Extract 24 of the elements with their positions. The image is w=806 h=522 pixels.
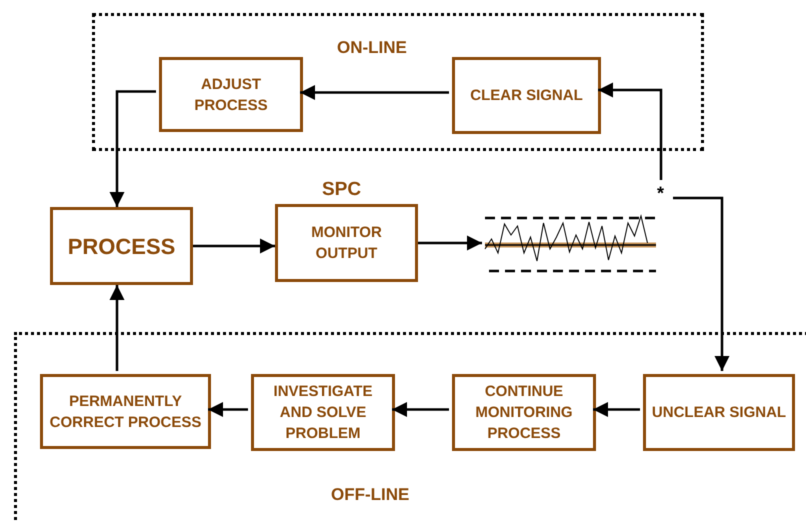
arrow bbox=[392, 402, 449, 417]
arrow bbox=[418, 236, 482, 250]
arrow bbox=[110, 285, 124, 371]
process-box: PROCESS bbox=[50, 207, 193, 285]
offline-region bbox=[14, 332, 806, 522]
arrow bbox=[593, 402, 640, 417]
arrow bbox=[208, 402, 248, 417]
step-box: MONITOR OUTPUT bbox=[275, 204, 418, 282]
step-box: PERMANENTLY CORRECT PROCESS bbox=[40, 374, 211, 449]
asterisk-marker: * bbox=[657, 183, 664, 204]
step-box: CLEAR SIGNAL bbox=[452, 57, 601, 134]
step-box: ADJUST PROCESS bbox=[159, 57, 303, 132]
arrow bbox=[193, 238, 275, 254]
region-heading: OFF-LINE bbox=[331, 485, 410, 505]
region-heading: ON-LINE bbox=[337, 38, 407, 58]
arrow bbox=[110, 90, 156, 207]
step-box: UNCLEAR SIGNAL bbox=[643, 374, 795, 451]
arrow bbox=[598, 82, 662, 180]
arrow bbox=[300, 85, 449, 100]
arrow bbox=[673, 196, 730, 371]
section-heading: SPC bbox=[322, 179, 362, 201]
online-region bbox=[92, 13, 704, 151]
step-box: CONTINUE MONITORING PROCESS bbox=[452, 374, 596, 451]
step-box: INVESTIGATE AND SOLVE PROBLEM bbox=[251, 374, 395, 451]
